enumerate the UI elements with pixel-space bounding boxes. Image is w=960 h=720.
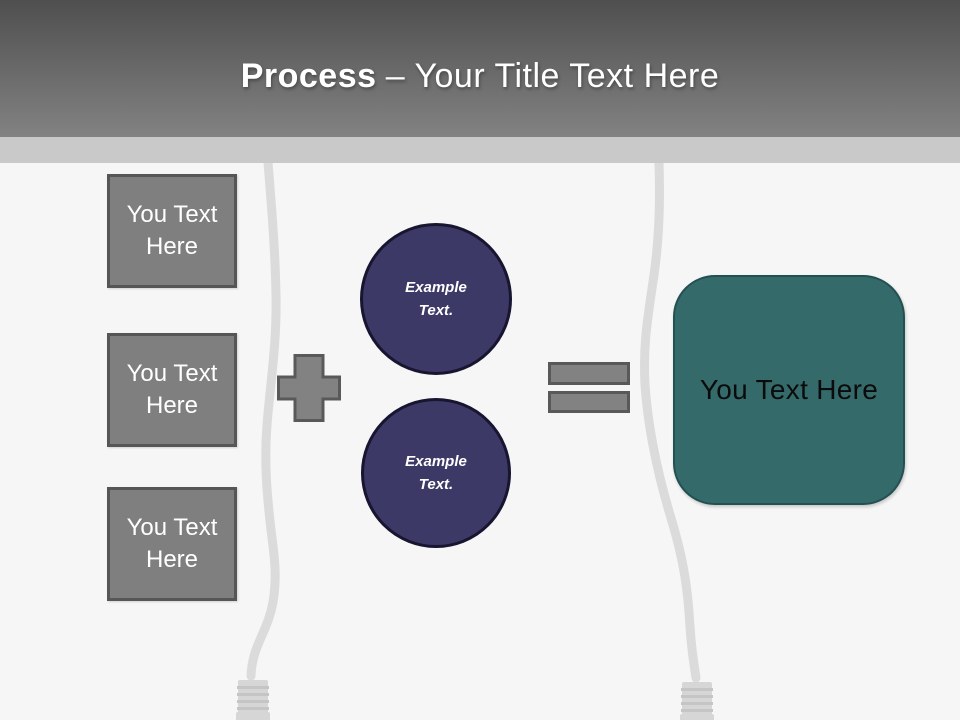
- input-box-label: You Text Here: [126, 360, 218, 419]
- example-circle-label: Example Text.: [405, 452, 467, 493]
- example-circle-1: Example Text.: [360, 223, 512, 375]
- cable-plug-left-icon: [236, 680, 270, 720]
- plus-icon: [277, 354, 341, 422]
- example-circle-2: Example Text.: [361, 398, 511, 548]
- slide-title: Process – Your Title Text Here: [241, 41, 720, 96]
- result-box-label: You Text Here: [699, 374, 879, 405]
- input-box-3: You Text Here: [107, 487, 237, 601]
- input-box-label: You Text Here: [126, 201, 218, 260]
- input-box-1: You Text Here: [107, 174, 237, 288]
- example-circle-label: Example Text.: [405, 278, 467, 319]
- equals-bar-bottom: [548, 391, 630, 413]
- input-box-label: You Text Here: [126, 514, 218, 573]
- title-subtitle: – Your Title Text Here: [385, 57, 720, 95]
- cable-left: [246, 132, 281, 681]
- slide-header: Process – Your Title Text Here: [0, 0, 960, 137]
- result-box: You Text Here: [673, 275, 905, 505]
- header-substrip: [0, 137, 960, 163]
- equals-icon: [548, 362, 630, 413]
- title-keyword: Process: [240, 57, 377, 95]
- input-box-2: You Text Here: [107, 333, 237, 447]
- equals-bar-top: [548, 362, 630, 385]
- cable-plug-right-icon: [680, 682, 714, 720]
